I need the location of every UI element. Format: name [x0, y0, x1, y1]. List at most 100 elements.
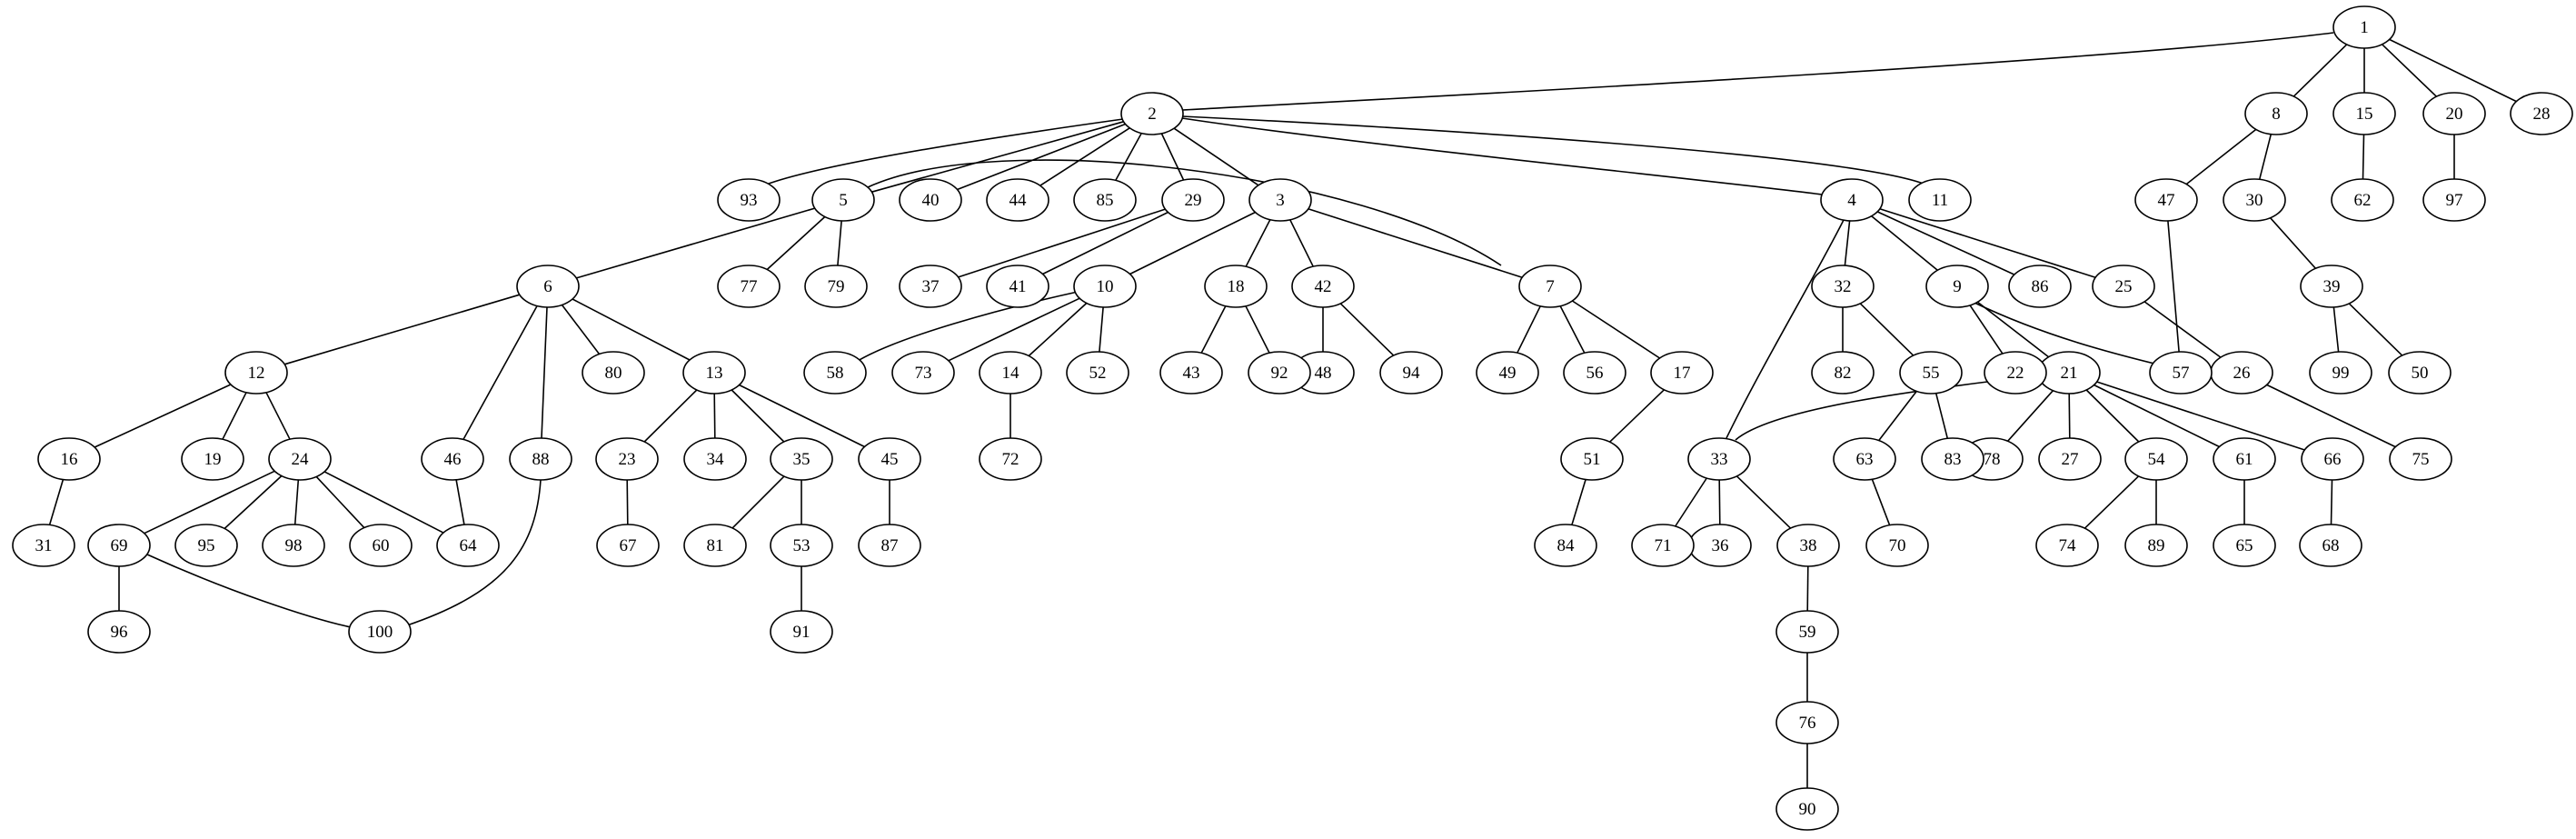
node-76: 76 — [1775, 701, 1839, 744]
edge-2-93 — [761, 118, 1124, 187]
node-11: 11 — [1908, 178, 1972, 222]
node-label-12: 12 — [248, 364, 265, 383]
node-label-26: 26 — [2233, 364, 2251, 383]
node-label-94: 94 — [1403, 364, 1421, 383]
node-label-11: 11 — [1932, 191, 1948, 210]
node-label-36: 36 — [1712, 536, 1729, 555]
edge-2-4 — [1181, 117, 1823, 195]
edge-5-77 — [766, 215, 826, 271]
edge-13-35 — [731, 389, 785, 443]
node-label-13: 13 — [706, 364, 723, 383]
node-ellipse-37 — [899, 265, 962, 308]
node-25: 25 — [2092, 265, 2155, 308]
edge-1-20 — [2382, 44, 2437, 97]
node-50: 50 — [2388, 351, 2452, 395]
node-ellipse-69 — [87, 524, 151, 567]
node-label-87: 87 — [881, 536, 899, 555]
node-ellipse-50 — [2388, 351, 2452, 395]
node-label-2: 2 — [1148, 105, 1157, 124]
node-87: 87 — [858, 524, 921, 567]
node-45: 45 — [858, 437, 921, 481]
node-label-52: 52 — [1089, 364, 1107, 383]
node-ellipse-39 — [2300, 265, 2363, 308]
node-label-98: 98 — [285, 536, 303, 555]
edge-32-55 — [1859, 303, 1915, 356]
node-ellipse-56 — [1563, 351, 1626, 395]
node-ellipse-24 — [268, 437, 332, 481]
node-ellipse-54 — [2124, 437, 2188, 481]
node-ellipse-94 — [1379, 351, 1443, 395]
node-ellipse-53 — [770, 524, 833, 567]
edge-23-67 — [626, 479, 629, 525]
edge-3-18 — [1245, 219, 1271, 267]
edge-2-40 — [957, 123, 1126, 191]
node-ellipse-91 — [770, 610, 833, 654]
node-ellipse-18 — [1204, 265, 1268, 308]
node-72: 72 — [979, 437, 1042, 481]
node-9: 9 — [1925, 265, 1989, 308]
node-ellipse-19 — [181, 437, 244, 481]
node-label-31: 31 — [35, 536, 53, 555]
edge-15-62 — [2362, 134, 2365, 180]
node-label-78: 78 — [1984, 450, 2001, 469]
node-ellipse-61 — [2213, 437, 2276, 481]
node-label-99: 99 — [2332, 364, 2350, 383]
edge-8-47 — [2185, 128, 2257, 185]
node-label-15: 15 — [2356, 105, 2373, 124]
node-ellipse-51 — [1560, 437, 1624, 481]
edge-69-100 — [146, 554, 352, 628]
node-ellipse-73 — [891, 351, 955, 395]
node-ellipse-27 — [2038, 437, 2102, 481]
node-label-89: 89 — [2148, 536, 2165, 555]
edge-35-81 — [731, 475, 785, 529]
node-label-35: 35 — [793, 450, 811, 469]
node-label-91: 91 — [793, 623, 811, 642]
node-label-62: 62 — [2354, 191, 2372, 210]
node-label-24: 24 — [292, 450, 310, 469]
edge-4-86 — [1876, 211, 2015, 275]
node-label-88: 88 — [532, 450, 550, 469]
node-ellipse-74 — [2035, 524, 2099, 567]
node-label-25: 25 — [2115, 277, 2133, 296]
node-label-44: 44 — [1010, 191, 1028, 210]
edge-21-27 — [2068, 393, 2071, 439]
node-label-48: 48 — [1315, 364, 1332, 383]
edge-24-95 — [224, 474, 283, 530]
edge-9-22 — [1969, 305, 2004, 355]
node-ellipse-87 — [858, 524, 921, 567]
edge-63-70 — [1871, 479, 1891, 525]
node-ellipse-3 — [1248, 178, 1312, 222]
node-label-65: 65 — [2236, 536, 2253, 555]
node-74: 74 — [2035, 524, 2099, 567]
node-98: 98 — [262, 524, 325, 567]
node-12: 12 — [224, 351, 288, 395]
edge-7-56 — [1559, 305, 1586, 354]
node-label-43: 43 — [1183, 364, 1200, 383]
node-ellipse-64 — [436, 524, 500, 567]
node-label-7: 7 — [1546, 277, 1555, 296]
node-label-30: 30 — [2246, 191, 2263, 210]
node-81: 81 — [683, 524, 747, 567]
node-label-96: 96 — [111, 623, 128, 642]
node-ellipse-81 — [683, 524, 747, 567]
node-ellipse-14 — [979, 351, 1042, 395]
node-94: 94 — [1379, 351, 1443, 395]
node-66: 66 — [2301, 437, 2364, 481]
edge-2-3 — [1173, 127, 1259, 186]
node-ellipse-1 — [2332, 5, 2396, 49]
edge-2-29 — [1160, 133, 1185, 181]
node-label-33: 33 — [1711, 450, 1728, 469]
node-label-61: 61 — [2236, 450, 2253, 469]
node-label-100: 100 — [367, 623, 393, 642]
node-label-29: 29 — [1185, 191, 1202, 210]
node-ellipse-96 — [87, 610, 151, 654]
edge-21-78 — [2007, 390, 2054, 442]
node-ellipse-88 — [509, 437, 572, 481]
edge-24-64 — [323, 471, 444, 534]
node-67: 67 — [596, 524, 660, 567]
edge-17-51 — [1609, 389, 1665, 443]
edge-55-63 — [1878, 390, 1917, 442]
node-label-90: 90 — [1799, 800, 1816, 819]
node-73: 73 — [891, 351, 955, 395]
